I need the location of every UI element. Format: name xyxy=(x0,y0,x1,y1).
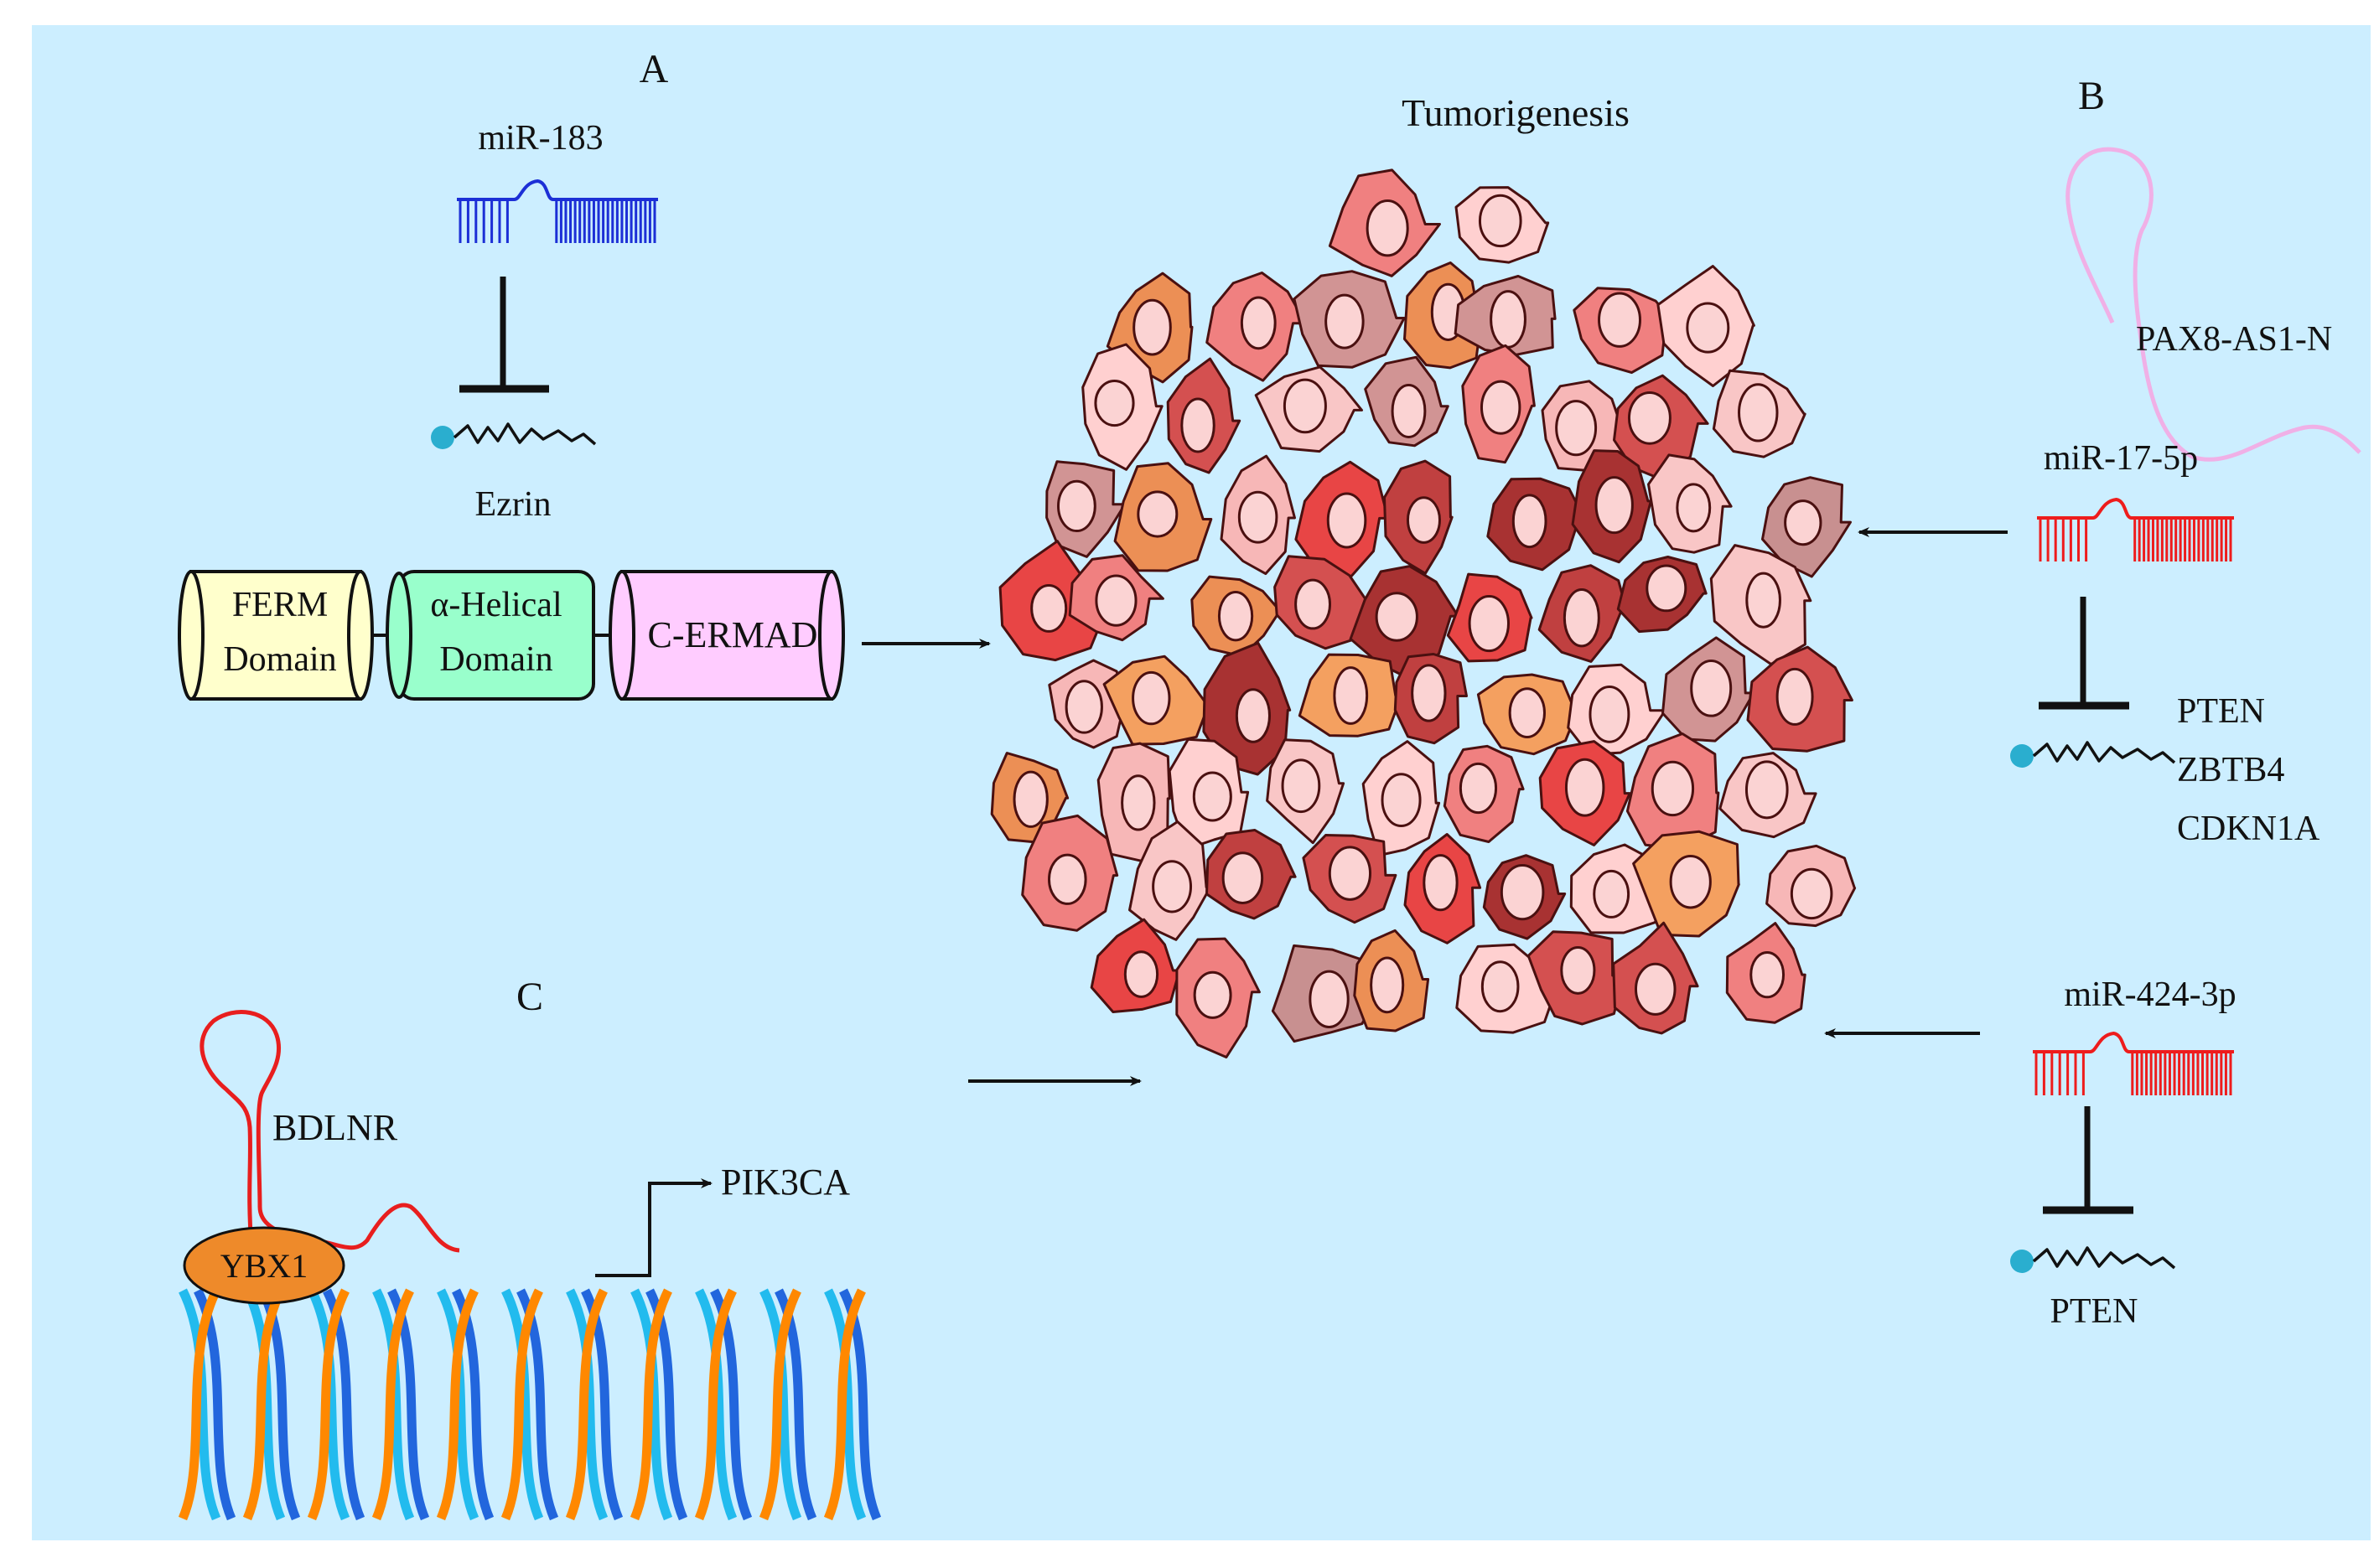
zbtb4-label: ZBTB4 xyxy=(2177,751,2284,789)
ybx1-protein: YBX1 xyxy=(183,1226,345,1305)
mir-424-3p-label: miR-424-3p xyxy=(2064,975,2236,1014)
pax8-as1-n-lncrna xyxy=(2065,147,2361,462)
tumor-cell-cluster xyxy=(990,168,1857,1058)
bdlnr-label: BDLNR xyxy=(272,1107,398,1148)
helical-domain-line2: Domain xyxy=(439,640,552,679)
helical-domain-line1: α-Helical xyxy=(430,586,562,624)
pten-label-2: PTEN xyxy=(2050,1292,2138,1331)
cdkn1a-label: CDKN1A xyxy=(2177,810,2320,848)
c-ermad-label: C-ERMAD xyxy=(648,614,818,655)
mir-424-3p-hairpin xyxy=(2033,1031,2234,1095)
pax8-as1-n-label: PAX8-AS1-N xyxy=(2136,320,2332,359)
mir-183-label: miR-183 xyxy=(478,119,603,158)
panel-b-letter: B xyxy=(2078,74,2105,118)
mir-183-hairpin xyxy=(457,179,658,243)
ezrin-domain-diagram: FERM Domain α-Helical Domain C-ERMAD xyxy=(178,570,845,701)
pik3ca-promoter-arrow xyxy=(595,1178,713,1277)
tumorigenesis-title: Tumorigenesis xyxy=(1402,91,1630,134)
ferm-domain-line1: FERM xyxy=(232,586,328,624)
panel-c-letter: C xyxy=(516,975,543,1019)
dna-double-helix xyxy=(178,1288,882,1521)
pten-label-1: PTEN xyxy=(2177,692,2265,731)
ybx1-label: YBX1 xyxy=(220,1247,308,1285)
pik3ca-label: PIK3CA xyxy=(721,1162,850,1203)
panel-a-letter: A xyxy=(640,47,669,91)
c-ermad-domain: C-ERMAD xyxy=(609,570,845,701)
ferm-domain: FERM Domain xyxy=(178,570,374,701)
mir-17-5p-label: miR-17-5p xyxy=(2044,439,2198,478)
mir-17-5p-hairpin xyxy=(2037,497,2234,561)
alpha-helical-domain: α-Helical Domain xyxy=(386,570,595,701)
ezrin-label: Ezrin xyxy=(475,485,552,524)
ezrin-mrna xyxy=(431,422,597,449)
pten-mrna xyxy=(2010,1246,2176,1273)
ferm-domain-line2: Domain xyxy=(223,640,336,679)
bdlnr-lncrna xyxy=(200,1010,460,1253)
pten-zbtb4-cdkn1a-mrna xyxy=(2010,741,2176,768)
